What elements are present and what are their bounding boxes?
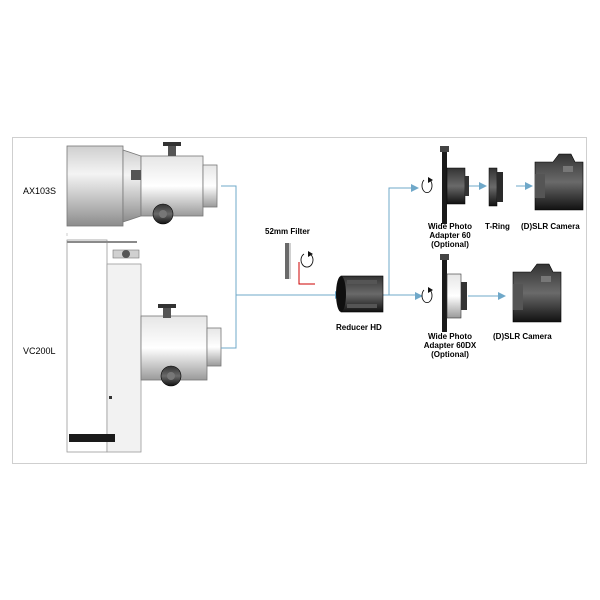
reducer-hd-illustration	[336, 275, 384, 313]
wpa60dx-line-2: Adapter 60DX	[423, 341, 477, 351]
rotation-marks	[421, 177, 433, 304]
vc200l-telescope-illustration	[66, 239, 222, 453]
diagram-frame: AX103S VC200L 52mm Filter Reducer HD Wid…	[12, 137, 587, 464]
wide-photo-adapter-60dx-illustration	[440, 254, 467, 332]
filter-52mm-illustration	[285, 243, 315, 285]
wide-photo-adapter-60-illustration	[440, 146, 469, 224]
label-reducer-hd: Reducer HD	[336, 323, 382, 332]
label-vc200l: VC200L	[23, 346, 56, 356]
label-wide-photo-adapter-60dx: Wide Photo Adapter 60DX (Optional)	[417, 332, 483, 360]
label-52mm-filter: 52mm Filter	[265, 227, 310, 236]
label-t-ring: T-Ring	[485, 222, 510, 231]
label-wide-photo-adapter-60: Wide Photo Adapter 60 (Optional)	[419, 222, 481, 250]
wpa60dx-line-3: (Optional)	[431, 350, 469, 360]
ax103s-telescope-illustration	[66, 142, 218, 236]
label-dslr-camera-top: (D)SLR Camera	[521, 222, 580, 231]
label-ax103s: AX103S	[23, 186, 57, 196]
t-ring-illustration	[488, 167, 503, 207]
wpa60-line-2: Adapter 60	[429, 231, 471, 241]
diagram-artwork	[66, 142, 584, 453]
label-dslr-camera-bottom: (D)SLR Camera	[493, 332, 552, 341]
wpa60-line-1: Wide Photo	[428, 222, 472, 231]
dslr-camera-top-illustration	[534, 153, 584, 211]
wpa60dx-line-1: Wide Photo	[428, 332, 472, 341]
connector-lines	[221, 185, 525, 349]
wpa60-line-3: (Optional)	[431, 240, 469, 250]
dslr-camera-bottom-illustration	[512, 263, 562, 323]
